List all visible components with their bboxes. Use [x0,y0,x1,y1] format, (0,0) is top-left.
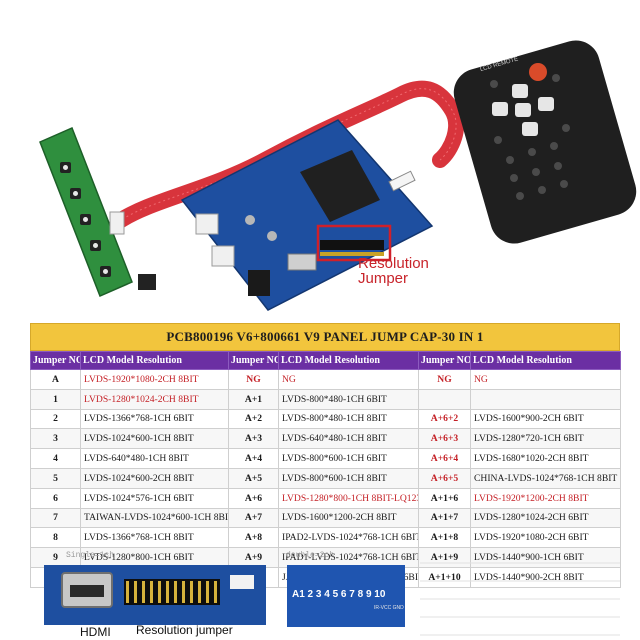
resolution-cell: LVDS-1920*1080-2CH 6BIT [470,527,621,549]
jumper-cell: A+6+3 [418,428,471,450]
resolution-cell: LVDS-800*480-1CH 8BIT [278,408,419,430]
jumper-cell: A+9 [228,547,279,568]
table-header-row: Jumper NO. LCD Model Resolution Jumper N… [30,351,621,370]
table-title: PCB800196 V6+800661 V9 PANEL JUMP CAP-30… [30,323,620,351]
resolution-jumper-callout: Resolution Jumper [358,256,429,286]
resolution-cell: LVDS-1280*1024-2CH 6BIT [470,507,621,529]
jumper-cell: A+7 [228,507,279,529]
resolution-cell: LVDS-800*480-1CH 6BIT [278,388,419,410]
resolution-cell: LVDS-800*600-1CH 8BIT [278,467,419,489]
jumper-cell: 5 [30,467,81,489]
keypad-board [39,126,156,298]
jumper-cell: A+4 [228,448,279,469]
product-photo: LCD REMOTE Resolution Jumper [39,40,637,311]
resolution-cell: LVDS-1440*900-2CH 8BIT [470,566,621,588]
resolution-cell: LVDS-1024*576-1CH 6BIT [80,487,229,509]
jumper-cell: A+3 [228,428,279,450]
jumper-cell: A+2 [228,408,279,430]
resolution-jumper-label: Resolution jumper [136,623,233,637]
resolution-cell: CHINA-LVDS-1024*768-1CH 8BIT [470,467,621,489]
resolution-cell: LVDS-1280*800-1CH 8BIT-LQ123 [278,487,419,509]
jumper-cell: A+6+2 [418,408,471,430]
jumper-table: Jumper NO. LCD Model Resolution Jumper N… [30,351,621,588]
single-caption: Single=1ch [66,551,115,560]
resolution-cell: LVDS-640*480-1CH 8BIT [278,428,419,450]
resolution-cell: NG [278,369,419,390]
jumper-cell [418,388,471,410]
jumper-cell: A+1 [228,388,279,410]
resolution-cell: LVDS-640*480-1CH 8BIT [80,448,229,469]
jumper-cell: 8 [30,527,81,549]
col-header-resolution-3: LCD Model Resolution [470,351,621,370]
resolution-cell: LVDS-1680*1020-2CH 8BIT [470,448,621,469]
jumper-cell: A+6+4 [418,448,471,469]
double-caption: double=2ch [286,551,335,560]
resolution-cell: TAIWAN-LVDS-1024*600-1CH 8BIT [80,507,229,529]
board-illustration: LCD REMOTE [39,40,637,311]
col-header-jumper-3: Jumper NO. [418,351,471,370]
col-header-jumper-1: Jumper NO. [30,351,81,370]
silkscreen-numbers: A1 2 3 4 5 6 7 8 9 10 [292,589,386,600]
table-grid-remnant [420,562,620,636]
jumper-table-section: PCB800196 V6+800661 V9 PANEL JUMP CAP-30… [30,323,621,588]
jumper-cell: A+1+8 [418,527,471,549]
jumper-cell: 6 [30,487,81,509]
jumper-cell: 1 [30,388,81,410]
jumper-cell: 3 [30,428,81,450]
resolution-cell: LVDS-800*600-1CH 6BIT [278,448,419,469]
callout-line1: Resolution [358,255,429,272]
resolution-cell: LVDS-1920*1080-2CH 8BIT [80,369,229,390]
silkscreen-ir-text: IR-VCC GND [374,605,404,611]
closeup-photos: Single=1ch double=2ch A1 2 3 4 5 6 7 8 9… [0,551,640,640]
jumper-cell: A+1+7 [418,507,471,529]
resolution-cell: NG [470,369,621,390]
jumper-cell: 2 [30,408,81,430]
jumper-cell: A+1+6 [418,487,471,509]
jumper-highlight-box [316,224,392,262]
jumper-cell: A [30,369,81,390]
closeup-illustration: A1 2 3 4 5 6 7 8 9 10 IR-VCC GND [44,562,620,636]
col-header-jumper-2: Jumper NO. [228,351,279,370]
main-driver-board [180,119,434,311]
jumper-cell: NG [228,369,279,390]
jumper-cell: A+5 [228,467,279,489]
jumper-cell: A+6 [228,487,279,509]
resolution-cell: LVDS-1600*900-2CH 6BIT [470,408,621,430]
jumper-cell: 7 [30,507,81,529]
ribbon-cable [110,80,465,230]
hdmi-label: HDMI [80,625,111,639]
hdmi-jumper-closeup [44,565,266,625]
resolution-cell: LVDS-1280*720-1CH 6BIT [470,428,621,450]
callout-line2: Jumper [358,270,409,287]
resolution-cell: LVDS-1366*768-1CH 6BIT [80,408,229,430]
resolution-cell: LVDS-1024*600-1CH 8BIT [80,428,229,450]
jumper-cell: 4 [30,448,81,469]
silkscreen-closeup: A1 2 3 4 5 6 7 8 9 10 IR-VCC GND [287,565,405,627]
resolution-cell: LVDS-1280*1024-2CH 8BIT [80,388,229,410]
resolution-cell: LVDS-1600*1200-2CH 8BIT [278,507,419,529]
resolution-cell: LVDS-1920*1200-2CH 8BIT [470,487,621,509]
resolution-cell: IPAD1-LVDS-1024*768-1CH 6BIT [278,547,419,568]
jumper-cell: A+6+5 [418,467,471,489]
jumper-cell: NG [418,369,471,390]
resolution-cell: IPAD2-LVDS-1024*768-1CH 6BIT [278,527,419,549]
resolution-cell [470,388,621,410]
col-header-resolution-1: LCD Model Resolution [80,351,229,370]
ir-remote: LCD REMOTE [453,40,637,244]
jumper-cell: A+8 [228,527,279,549]
resolution-cell: LVDS-1024*600-2CH 8BIT [80,467,229,489]
resolution-cell: LVDS-1366*768-1CH 8BIT [80,527,229,549]
col-header-resolution-2: LCD Model Resolution [278,351,419,370]
